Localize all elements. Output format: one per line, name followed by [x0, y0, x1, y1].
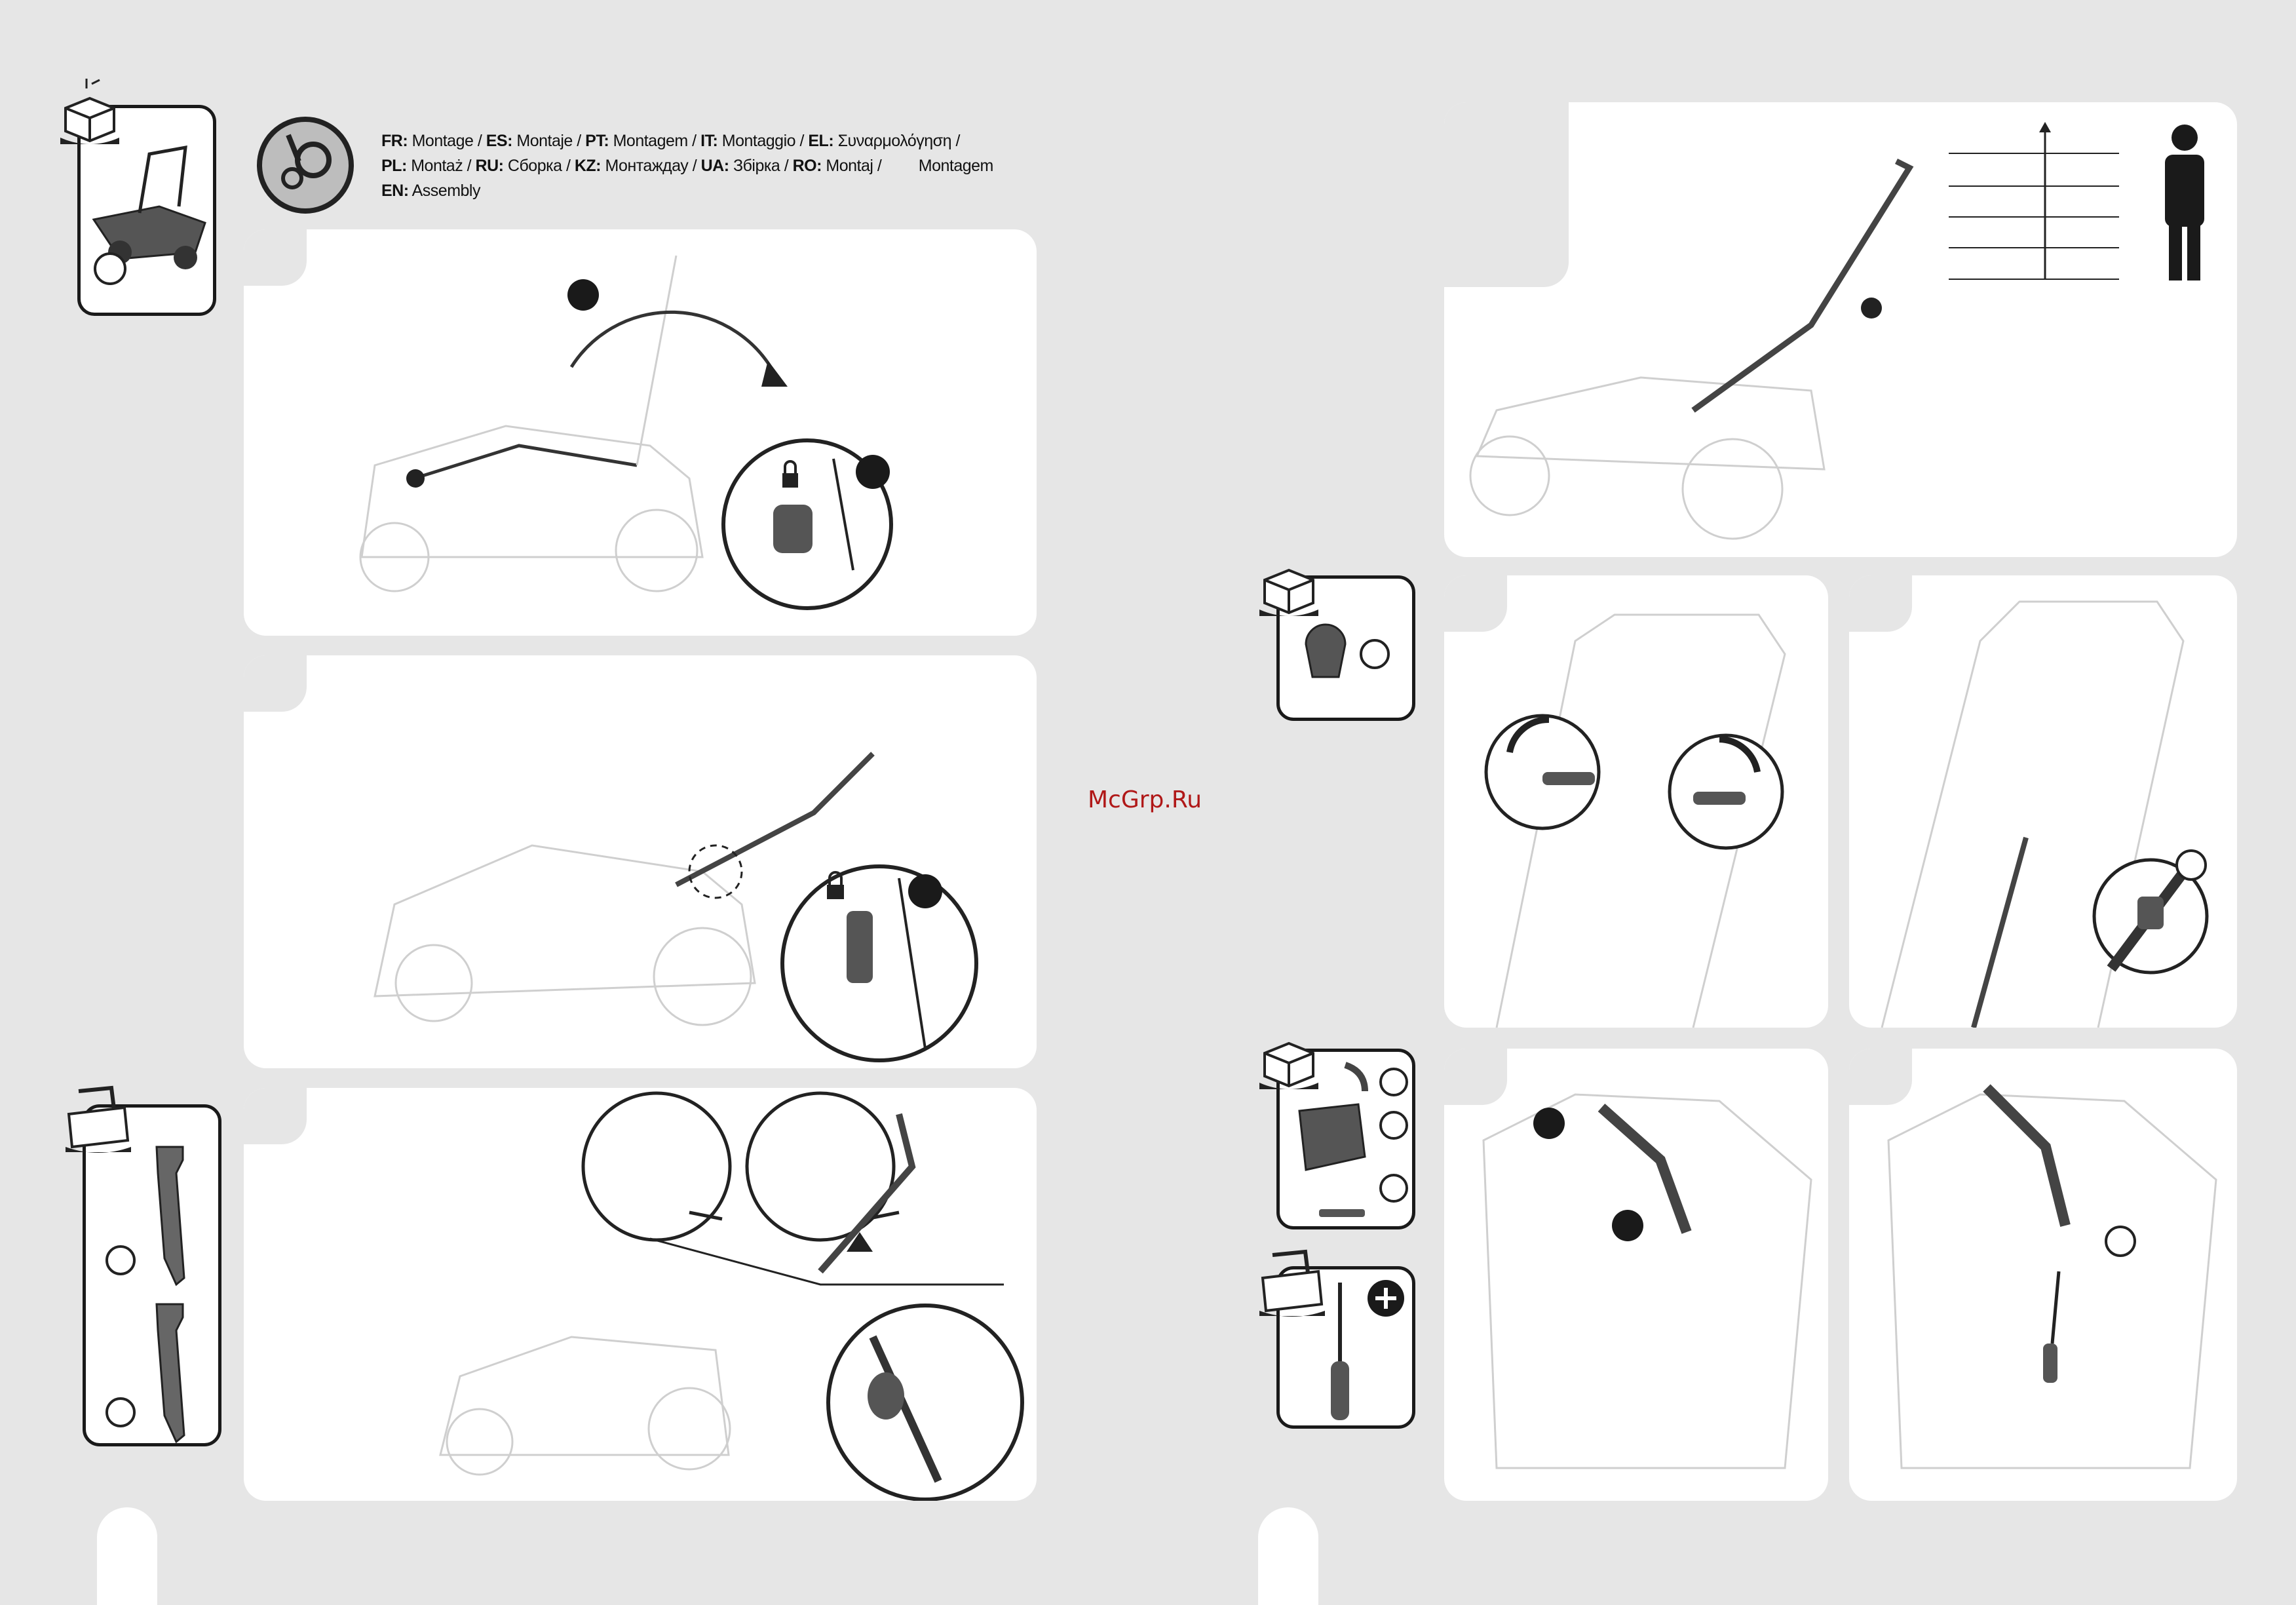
header-line-2: PL: Montaż / RU: Сборка / KZ: Монтаждау …	[381, 153, 993, 178]
lang-word: Συναρμολόγηση /	[833, 132, 960, 150]
lang-word: Збірка /	[729, 157, 793, 175]
assembly-header: FR: Montage / ES: Montaje / PT: Montagem…	[381, 128, 993, 203]
lang-word-extra: Montagem	[919, 157, 993, 175]
open-box-icon	[54, 72, 126, 144]
lang-code: RU:	[476, 157, 504, 175]
page-number-tab	[1258, 1507, 1318, 1605]
lang-word: Montaj /	[822, 157, 886, 175]
grassbag-handle-illustration	[1444, 1049, 1828, 1501]
open-box-icon	[1253, 544, 1325, 616]
quantity-circle	[1379, 1174, 1408, 1203]
quantity-circle	[105, 1245, 136, 1275]
toolbox-icon	[1253, 1245, 1331, 1317]
lang-code: FR:	[381, 132, 408, 150]
lang-word: Montaje /	[512, 132, 585, 150]
cable-clip-illustration	[1849, 575, 2237, 1028]
quantity-circle	[94, 252, 126, 285]
lang-word: Montaż /	[407, 157, 476, 175]
step-panel-3	[244, 1088, 1037, 1501]
mower-handle-fold-illustration	[244, 229, 1037, 636]
open-box-icon	[1253, 1017, 1325, 1089]
lang-code: PL:	[381, 157, 407, 175]
lang-code: UA:	[701, 157, 729, 175]
quantity-circle	[1379, 1068, 1408, 1096]
lang-code: IT:	[700, 132, 718, 150]
watermark: McGrp.Ru	[1088, 786, 1202, 813]
lang-word: Montagem /	[609, 132, 700, 150]
step-marker	[567, 279, 599, 311]
handle-clamp-illustration	[244, 1088, 1037, 1501]
lang-word: Монтаждау /	[601, 157, 701, 175]
plus-circle-icon	[1366, 1279, 1406, 1318]
lang-word: Assembly	[409, 182, 480, 200]
lang-code: RO:	[793, 157, 822, 175]
step-panel-cable-clip	[1849, 575, 2237, 1028]
quantity-circle	[1379, 1111, 1408, 1140]
step-marker	[1533, 1108, 1565, 1139]
step-marker	[908, 874, 942, 908]
page-number-tab	[97, 1507, 157, 1605]
quantity-circle	[105, 1397, 136, 1427]
handle-lever-illustration	[1444, 575, 1828, 1028]
lang-word: Сборка /	[503, 157, 574, 175]
mower-handle-lock-illustration	[244, 655, 1037, 1068]
gear-screwdriver-icon	[257, 117, 354, 214]
header-line-3: EN: Assembly	[381, 178, 993, 203]
grassbag-screw-illustration	[1849, 1049, 2237, 1501]
handle-knob-icon	[86, 1108, 225, 1450]
lang-code: EN:	[381, 182, 409, 200]
lang-code: PT:	[585, 132, 609, 150]
step-panel-handle-lock	[1444, 575, 1828, 1028]
handle-height-illustration	[1444, 102, 2237, 557]
header-line-1: FR: Montage / ES: Montaje / PT: Montagem…	[381, 128, 993, 153]
step-marker	[856, 455, 890, 489]
step-marker	[1612, 1210, 1643, 1241]
step-panel-grassbag-screw	[1849, 1049, 2237, 1501]
lang-code: ES:	[486, 132, 512, 150]
step-panel-height	[1444, 102, 2237, 557]
lang-word: Montaggio /	[718, 132, 808, 150]
quantity-circle	[1360, 639, 1390, 669]
person-silhouette-icon	[2165, 125, 2204, 280]
toolbox-icon	[59, 1081, 138, 1153]
lang-code: KZ:	[575, 157, 601, 175]
height-levels	[1949, 122, 2119, 279]
step-panel-grassbag-handle	[1444, 1049, 1828, 1501]
step-panel-2	[244, 655, 1037, 1068]
lang-code: EL:	[808, 132, 833, 150]
lang-word: Montage /	[408, 132, 486, 150]
step-panel-1	[244, 229, 1037, 636]
parts-box-handles	[83, 1104, 221, 1446]
